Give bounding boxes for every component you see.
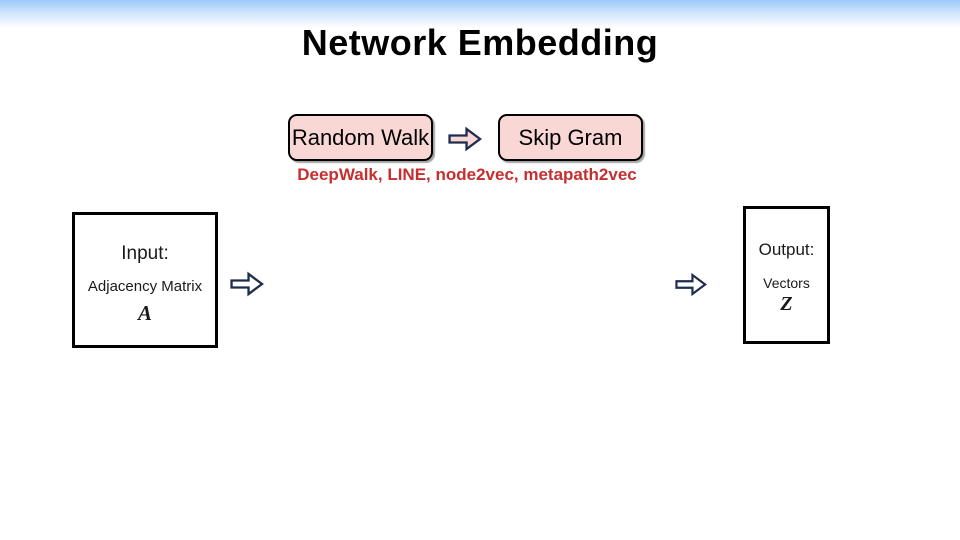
flow-right-arrow-icon [448, 126, 482, 152]
input-matrix-symbol: A [137, 301, 152, 325]
embedding-methods-text: DeepWalk, LINE, node2vec, metapath2vec [297, 165, 637, 184]
random-walk-label: Random Walk [291, 124, 430, 150]
input-right-arrow-icon [230, 271, 264, 297]
input-subheading: Adjacency Matrix [87, 278, 203, 295]
slide-top-border [0, 0, 960, 28]
input-box: Input: Adjacency Matrix A [72, 212, 218, 348]
output-box: Output: Vectors Z [743, 206, 830, 344]
output-heading: Output: [758, 240, 815, 259]
output-right-arrow-icon [675, 272, 707, 297]
page-title: Network Embedding [301, 22, 659, 63]
output-subheading: Vectors [763, 275, 810, 291]
input-heading: Input: [121, 243, 169, 264]
output-vector-symbol: Z [780, 293, 793, 315]
skip-gram-box: Skip Gram [498, 114, 643, 161]
skip-gram-label: Skip Gram [518, 124, 623, 150]
random-walk-box: Random Walk [288, 114, 433, 161]
